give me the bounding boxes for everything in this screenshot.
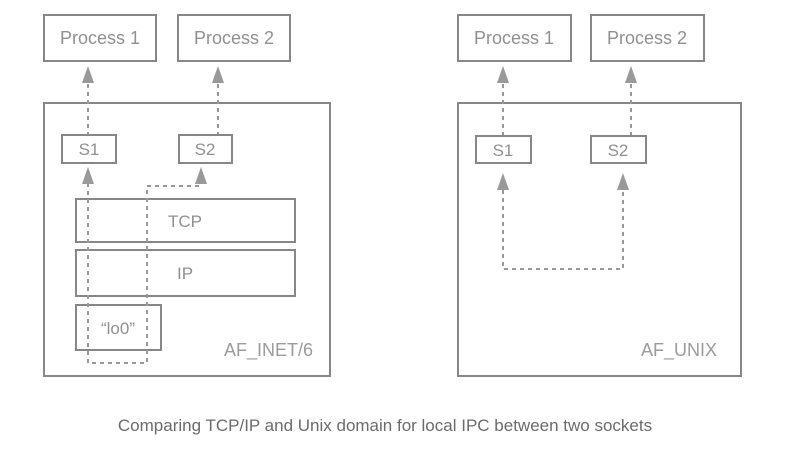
af-unix-container-box [457, 102, 742, 377]
arrowhead-up-icon [212, 66, 224, 83]
socket2-box-left [178, 134, 233, 164]
arrow-s2-to-process2-right [625, 66, 637, 135]
tcp-layer-box [75, 198, 296, 243]
process1-box-right [457, 14, 572, 62]
process1-box-left [43, 14, 157, 62]
af-unix-label: AF_UNIX [641, 340, 717, 361]
socket1-label-left: S1 [79, 140, 100, 159]
arrowhead-up-icon [617, 173, 629, 190]
process2-label-left: Process 2 [194, 28, 274, 48]
tcpip-panel: Process 1 Process 2 S1 S2 TCP IP “lo0” A… [43, 14, 331, 377]
ip-layer-box [75, 249, 296, 297]
process2-box-left [177, 14, 291, 62]
arrow-s1-to-process1-right [497, 66, 509, 135]
arrowhead-up-icon [497, 66, 509, 83]
process1-label-right: Process 1 [474, 28, 554, 48]
arrowhead-up-icon [625, 66, 637, 83]
arrow-s1-to-process1-left [82, 66, 94, 134]
arrowhead-up-icon [82, 66, 94, 83]
tcp-layer-label: TCP [168, 212, 202, 231]
loopback-label: “lo0” [101, 319, 135, 338]
af-inet-container-box [43, 102, 331, 377]
process2-label-right: Process 2 [607, 28, 687, 48]
arrowhead-up-icon [82, 167, 94, 184]
unix-panel: Process 1 Process 2 S1 S2 AF_UNIX [457, 14, 742, 377]
process2-box-right [590, 14, 705, 62]
arrowhead-up-icon [497, 173, 509, 190]
socket-direct-route-path [497, 173, 629, 270]
process1-label-left: Process 1 [60, 28, 140, 48]
socket1-box-right [475, 135, 532, 164]
af-inet-label: AF_INET/6 [224, 340, 313, 361]
ip-layer-label: IP [177, 264, 193, 283]
socket1-box-left [61, 134, 117, 164]
socket2-label-left: S2 [195, 140, 216, 159]
socket2-box-right [590, 135, 647, 164]
loopback-route-path [82, 167, 207, 364]
socket1-label-right: S1 [493, 141, 514, 160]
arrowhead-up-icon [195, 167, 207, 184]
socket2-label-right: S2 [608, 141, 629, 160]
arrow-s2-to-process2-left [212, 66, 224, 134]
caption: Comparing TCP/IP and Unix domain for loc… [118, 416, 652, 435]
